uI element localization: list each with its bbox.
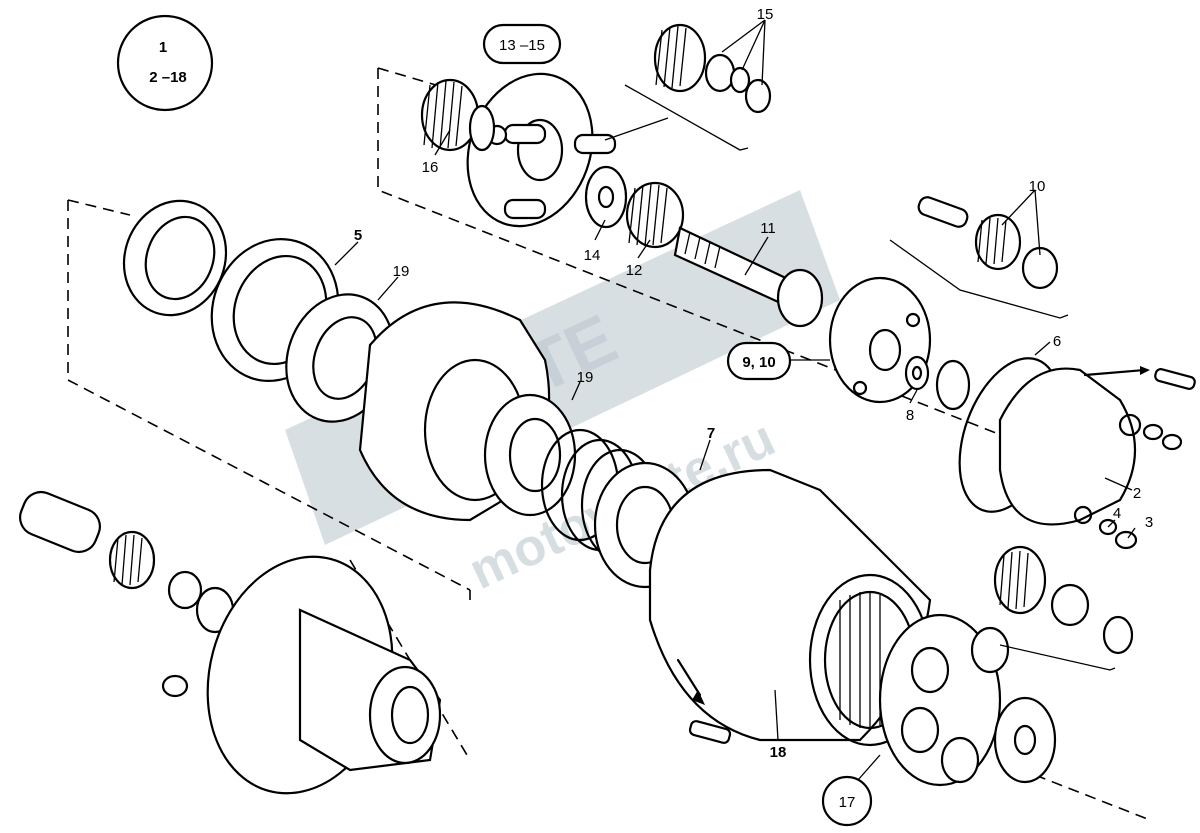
planet-gear-16: [420, 78, 496, 152]
callout-17-text: 17: [839, 794, 856, 811]
sleeve-left: [19, 490, 101, 554]
group-badge: 1 2 –18: [116, 14, 214, 112]
label-8: 8: [906, 407, 914, 424]
part-labels: 15 16 14 12 11 10 5 19 19 6 8 7 2 4 3 18: [354, 6, 1153, 761]
label-14: 14: [584, 247, 601, 264]
planet-carrier-17: [878, 613, 1057, 787]
label-2: 2: [1133, 485, 1141, 502]
washer-8: [904, 355, 930, 391]
bolt-3: [1083, 366, 1196, 550]
label-6: 6: [1053, 333, 1061, 350]
group-badge-line1: 1: [159, 39, 167, 56]
pin-and-gears-10: [917, 196, 1059, 290]
planet-gear-bottom-right: [993, 545, 1134, 655]
seal-ring: [935, 359, 971, 411]
callout-13-15: 13 –15: [482, 23, 562, 65]
callout-9-10-text: 9, 10: [742, 354, 775, 371]
planet-carrier-top: [466, 72, 617, 228]
label-12: 12: [626, 262, 643, 279]
label-16: 16: [422, 159, 439, 176]
planet-gear-15: [653, 23, 772, 114]
callout-9-10: 9, 10: [726, 341, 792, 381]
leader-lines: [334, 19, 1136, 781]
thrust-washer-14: [584, 165, 628, 229]
bearing-19-center: [483, 393, 577, 517]
callout-13-15-text: 13 –15: [499, 37, 545, 54]
label-7: 7: [707, 425, 715, 442]
shaft-11: [673, 226, 824, 328]
bracket-10: [889, 239, 1069, 319]
label-18: 18: [770, 744, 787, 761]
cover-2: [958, 357, 1142, 526]
bracket-17-gears: [999, 644, 1116, 671]
label-11: 11: [760, 220, 776, 237]
label-19-center: 19: [577, 369, 594, 386]
callout-17: 17: [821, 775, 873, 827]
group-badge-line2: 2 –18: [149, 69, 187, 86]
sun-gear-12: [625, 181, 685, 249]
label-4: 4: [1113, 505, 1121, 522]
leader-13-15: [604, 117, 669, 141]
label-3: 3: [1145, 514, 1153, 531]
label-5: 5: [354, 227, 362, 244]
hub-flange-left: [161, 555, 442, 795]
label-15: 15: [757, 6, 774, 23]
bracket-15: [624, 84, 749, 151]
label-10: 10: [1029, 178, 1046, 195]
gear-left-lower: [108, 530, 235, 634]
label-19-top: 19: [393, 263, 410, 280]
